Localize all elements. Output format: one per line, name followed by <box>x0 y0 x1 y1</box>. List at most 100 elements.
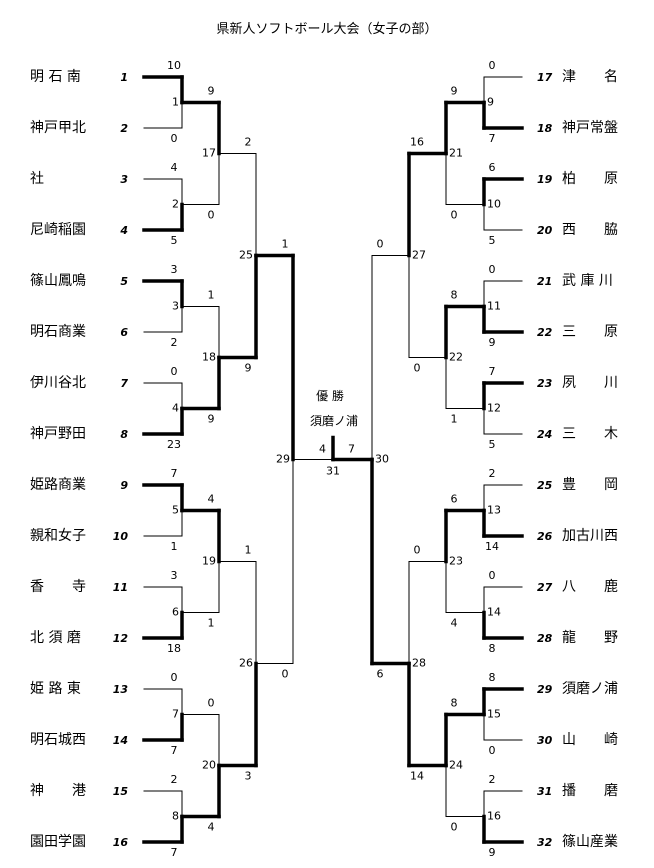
seed-number-8: 8 <box>120 428 128 441</box>
game-number: 26 <box>239 657 253 670</box>
score: 6 <box>489 161 496 174</box>
game-number: 5 <box>172 504 179 517</box>
score: 0 <box>489 569 496 582</box>
score: 0 <box>489 59 496 72</box>
score: 0 <box>171 365 178 378</box>
game-number: 23 <box>449 555 463 568</box>
game-number: 7 <box>172 708 179 721</box>
seed-number-18: 18 <box>537 122 553 135</box>
seed-number-9: 9 <box>120 479 128 492</box>
score: 6 <box>451 493 458 506</box>
score: 0 <box>171 671 178 684</box>
seed-number-5: 5 <box>120 275 128 288</box>
game-number: 1 <box>172 96 179 109</box>
score: 0 <box>208 697 215 710</box>
game-number: 15 <box>487 708 501 721</box>
score: 23 <box>167 438 181 451</box>
score: 3 <box>171 569 178 582</box>
seed-number-3: 3 <box>120 173 128 186</box>
team-name-right-22: 三 原 <box>562 324 618 340</box>
score: 0 <box>282 668 289 681</box>
team-name-left-8: 神戸野田 <box>30 426 86 442</box>
team-name-right-18: 神戸常盤 <box>562 120 618 136</box>
final-score: 7 <box>348 443 355 456</box>
seed-number-20: 20 <box>537 224 553 237</box>
team-name-left-5: 篠山鳳鳴 <box>30 273 86 289</box>
seed-number-17: 17 <box>537 71 553 84</box>
game-number: 4 <box>172 402 179 415</box>
score: 1 <box>171 540 178 553</box>
game-number: 24 <box>449 759 463 772</box>
score: 2 <box>171 773 178 786</box>
score: 2 <box>489 773 496 786</box>
team-name-left-10: 親和女子 <box>30 527 86 544</box>
game-number: 11 <box>487 300 501 313</box>
team-name-left-16: 園田学園 <box>30 834 86 850</box>
seed-number-11: 11 <box>113 581 128 594</box>
score: 0 <box>489 744 496 757</box>
score: 14 <box>410 770 424 783</box>
team-name-left-4: 尼崎稲園 <box>30 222 86 238</box>
score: 4 <box>208 821 215 834</box>
team-name-left-1: 明 石 南 <box>30 69 81 85</box>
game-number: 29 <box>276 453 290 466</box>
team-name-left-9: 姫路商業 <box>30 477 86 493</box>
score: 6 <box>377 668 384 681</box>
team-name-left-2: 神戸甲北 <box>30 120 86 136</box>
team-name-left-15: 神 港 <box>30 783 86 799</box>
score: 0 <box>414 544 421 557</box>
game-number: 14 <box>487 606 501 619</box>
score: 5 <box>489 438 496 451</box>
game-number: 12 <box>487 402 501 415</box>
score: 0 <box>451 209 458 222</box>
game-number: 27 <box>412 249 426 262</box>
score: 16 <box>410 136 424 149</box>
champion-team: 須磨ノ浦 <box>310 414 358 428</box>
seed-number-16: 16 <box>113 836 129 849</box>
score: 1 <box>282 238 289 251</box>
score: 1 <box>245 544 252 557</box>
score: 0 <box>171 132 178 145</box>
seed-number-4: 4 <box>119 224 128 237</box>
seed-number-12: 12 <box>113 632 129 645</box>
score: 8 <box>451 289 458 302</box>
page-title: 県新人ソフトボール大会（女子の部） <box>216 22 438 37</box>
score: 0 <box>489 263 496 276</box>
score: 14 <box>485 540 499 553</box>
seed-number-26: 26 <box>537 530 553 543</box>
score: 9 <box>245 362 252 375</box>
game-number: 28 <box>412 657 426 670</box>
team-name-left-14: 明石城西 <box>30 732 86 748</box>
score: 3 <box>245 770 252 783</box>
seed-number-13: 13 <box>113 683 129 696</box>
team-name-left-13: 姫 路 東 <box>30 681 81 697</box>
score: 9 <box>489 846 496 859</box>
game-number: 8 <box>172 810 179 823</box>
score: 10 <box>167 59 181 72</box>
team-name-right-21: 武 庫 川 <box>562 272 613 289</box>
game-number: 17 <box>202 147 216 160</box>
seed-number-23: 23 <box>537 377 553 390</box>
score: 18 <box>167 642 181 655</box>
score: 1 <box>451 413 458 426</box>
score: 7 <box>171 846 178 859</box>
team-name-right-29: 須磨ノ浦 <box>562 681 618 697</box>
seed-number-32: 32 <box>537 836 553 849</box>
score: 0 <box>377 238 384 251</box>
champion-label: 優 勝 <box>316 388 344 403</box>
score: 4 <box>208 493 215 506</box>
score: 0 <box>414 362 421 375</box>
game-number: 2 <box>172 198 179 211</box>
score: 8 <box>451 697 458 710</box>
score: 2 <box>171 336 178 349</box>
team-name-left-11: 香 寺 <box>30 579 86 595</box>
team-name-right-24: 三 木 <box>562 426 618 442</box>
seed-number-1: 1 <box>120 71 128 84</box>
seed-number-21: 21 <box>537 275 552 288</box>
score: 5 <box>489 234 496 247</box>
team-name-right-32: 篠山産業 <box>562 834 618 850</box>
score: 0 <box>208 209 215 222</box>
game-number: 3 <box>172 300 179 313</box>
seed-number-29: 29 <box>537 683 553 696</box>
